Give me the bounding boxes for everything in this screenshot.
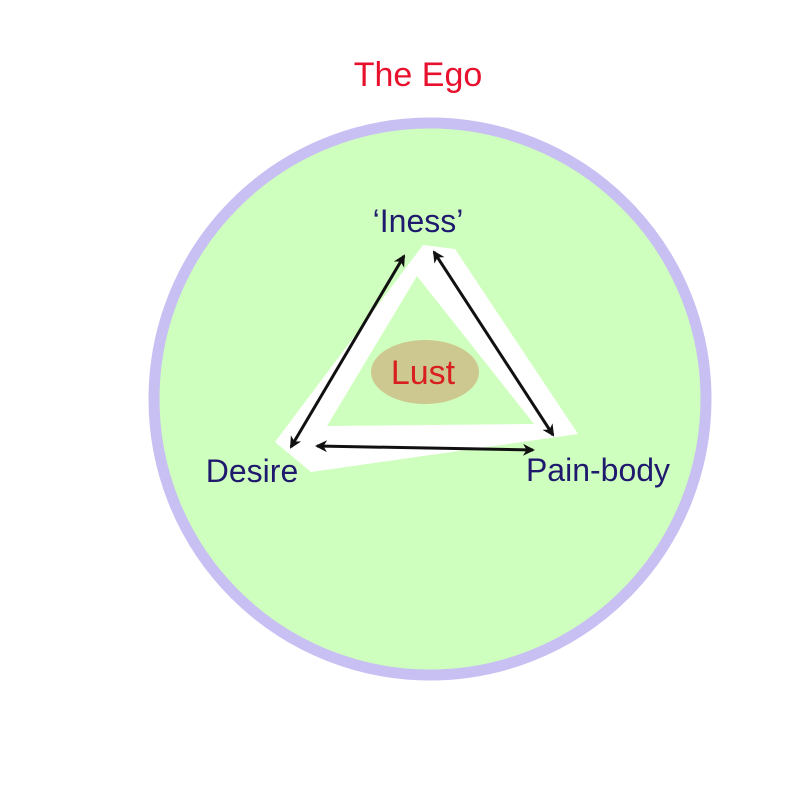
diagram-title: The Ego: [354, 56, 483, 94]
node-label-iness: ‘Iness’: [373, 203, 464, 239]
node-label-pain-body: Pain-body: [526, 452, 670, 488]
center-label-lust: Lust: [391, 354, 456, 392]
arrow-desire-painbody: [315, 440, 535, 456]
arrow-iness-desire: [289, 254, 406, 449]
arrow-iness-painbody: [432, 250, 555, 437]
node-label-desire: Desire: [206, 453, 298, 489]
